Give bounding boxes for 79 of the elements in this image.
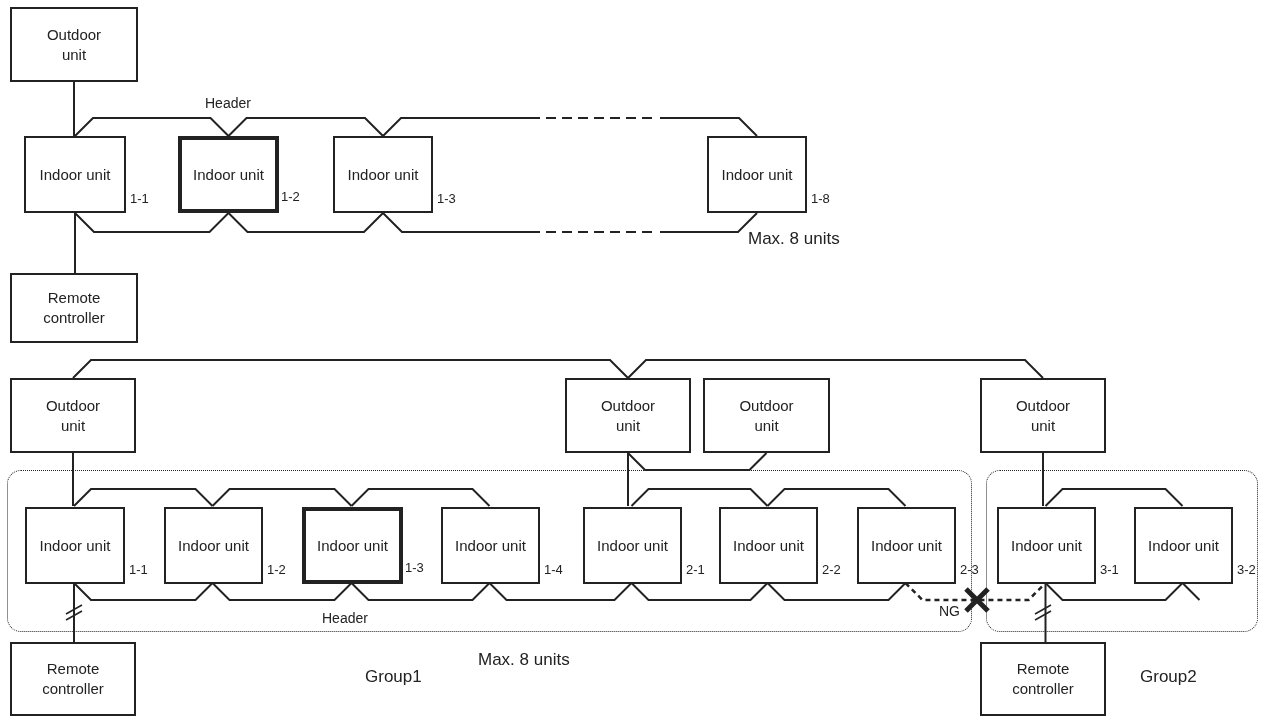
unit-box bbox=[703, 378, 830, 453]
wire bbox=[73, 582, 75, 643]
wire bbox=[72, 359, 629, 379]
note-text: Max. 8 units bbox=[748, 229, 840, 249]
unit-label: Indoor unit bbox=[721, 164, 793, 185]
wire bbox=[1044, 582, 1184, 601]
unit-number: 1-1 bbox=[129, 562, 148, 578]
wire bbox=[1181, 582, 1201, 601]
wire bbox=[630, 488, 769, 507]
unit-number: 2-1 bbox=[686, 562, 705, 578]
wire bbox=[227, 117, 384, 137]
unit-box bbox=[565, 378, 691, 453]
unit-number: 1-3 bbox=[405, 560, 424, 576]
unit-number: 1-1 bbox=[130, 191, 149, 207]
unit-label: Indoor unit bbox=[178, 535, 249, 556]
unit-number: 2-3 bbox=[960, 562, 979, 578]
unit-box bbox=[980, 642, 1106, 716]
unit-number: 2-2 bbox=[822, 562, 841, 578]
unit-number: 1-3 bbox=[437, 191, 456, 207]
wire bbox=[72, 452, 74, 507]
wire bbox=[74, 212, 76, 274]
unit-label: Remote controller bbox=[41, 659, 105, 699]
unit-label: Indoor unit bbox=[597, 535, 668, 556]
wire bbox=[350, 488, 491, 507]
wire bbox=[488, 582, 633, 601]
unit-label: Remote controller bbox=[42, 288, 106, 328]
note-text: Header bbox=[205, 94, 251, 113]
unit-box bbox=[980, 378, 1106, 453]
unit-label: Outdoor unit bbox=[738, 395, 795, 436]
unit-number: 1-4 bbox=[544, 562, 563, 578]
unit-label: Indoor unit bbox=[347, 164, 419, 185]
dashed-wire bbox=[382, 212, 758, 233]
unit-label: Indoor unit bbox=[1011, 535, 1082, 556]
wire bbox=[1042, 452, 1044, 507]
unit-number: 1-8 bbox=[811, 191, 830, 207]
wire bbox=[630, 582, 769, 601]
wire bbox=[73, 81, 75, 137]
note-text: Group1 bbox=[365, 667, 422, 687]
wire bbox=[211, 488, 353, 507]
unit-label: Indoor unit bbox=[317, 535, 388, 556]
wire bbox=[627, 452, 629, 507]
wire bbox=[1044, 488, 1184, 507]
unit-label: Indoor unit bbox=[733, 535, 804, 556]
note-text: Header bbox=[322, 609, 368, 628]
unit-label: Outdoor unit bbox=[44, 395, 102, 436]
wire bbox=[73, 488, 214, 507]
wire bbox=[73, 582, 214, 601]
unit-box bbox=[10, 642, 136, 716]
wire bbox=[627, 359, 1044, 379]
wire bbox=[350, 582, 491, 601]
wire bbox=[74, 117, 230, 137]
wire bbox=[1044, 582, 1047, 643]
note-text: Group2 bbox=[1140, 667, 1197, 687]
unit-label: Remote controller bbox=[1011, 659, 1075, 699]
dashed-wire bbox=[382, 117, 758, 137]
unit-box bbox=[10, 273, 138, 343]
unit-label: Indoor unit bbox=[39, 164, 111, 185]
wire bbox=[74, 212, 230, 233]
wire bbox=[627, 452, 768, 471]
unit-label: Indoor unit bbox=[1148, 535, 1219, 556]
unit-box bbox=[10, 7, 138, 82]
wire bbox=[766, 582, 907, 601]
unit-box bbox=[10, 378, 136, 453]
unit-label: Outdoor unit bbox=[1014, 395, 1072, 436]
wire bbox=[227, 212, 384, 233]
unit-number: 3-2 bbox=[1237, 562, 1256, 578]
unit-number: 3-1 bbox=[1100, 562, 1119, 578]
wire bbox=[766, 488, 907, 507]
unit-label: Outdoor unit bbox=[45, 24, 103, 65]
unit-label: Indoor unit bbox=[39, 535, 111, 556]
unit-number: 1-2 bbox=[267, 562, 286, 578]
edge-label: NG bbox=[937, 603, 962, 619]
unit-label: Indoor unit bbox=[193, 164, 264, 185]
unit-label: Outdoor unit bbox=[599, 395, 657, 436]
unit-label: Indoor unit bbox=[871, 535, 942, 556]
wire bbox=[211, 582, 353, 601]
note-text: Max. 8 units bbox=[478, 650, 570, 670]
unit-number: 1-2 bbox=[281, 189, 300, 205]
unit-label: Indoor unit bbox=[455, 535, 526, 556]
